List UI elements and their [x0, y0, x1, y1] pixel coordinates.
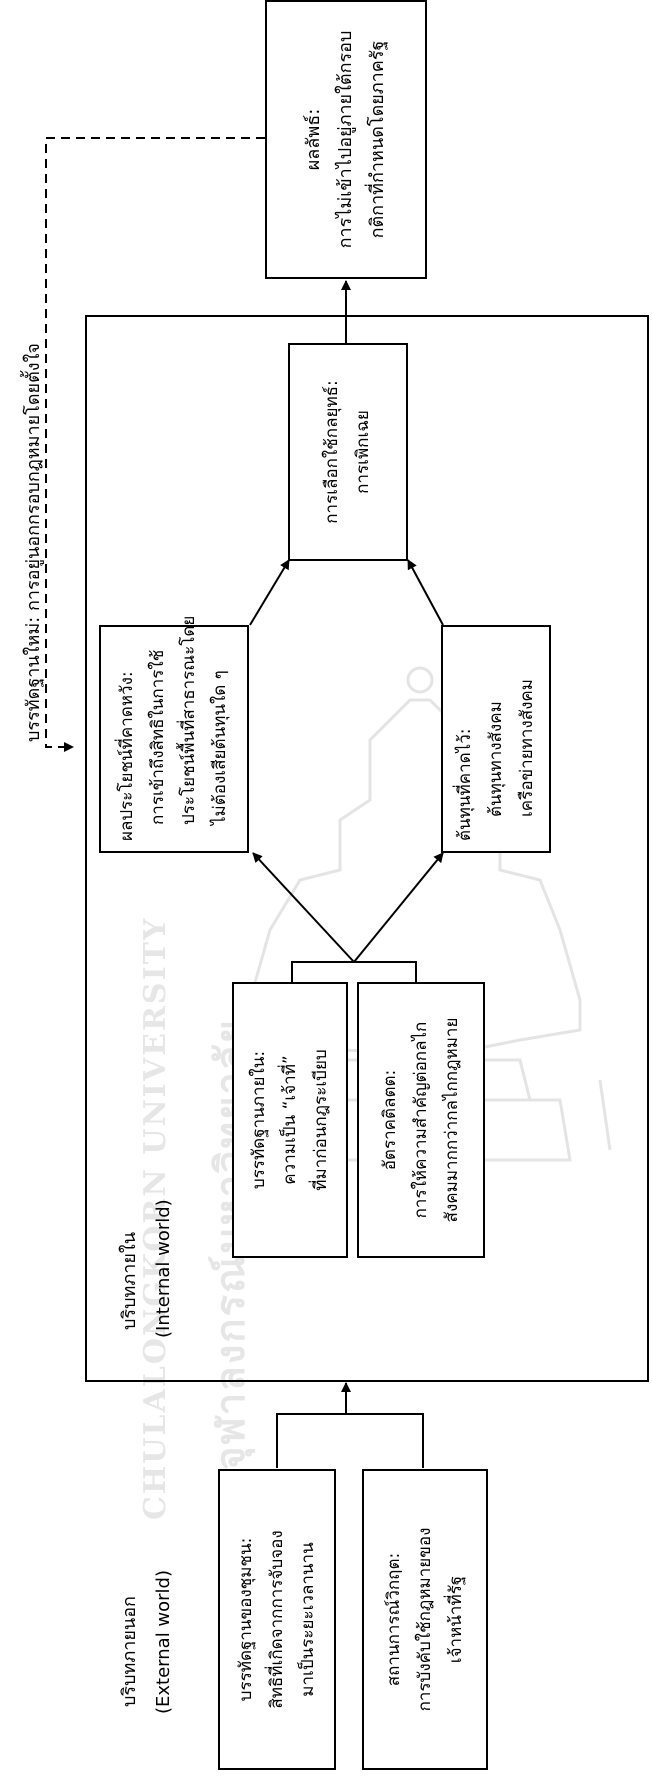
internal-norm-box: บรรทัดฐานภายใน: ความเป็น “เจ้าที่” ที่มา… [232, 982, 348, 1258]
benefit-title: ผลประโยชน์ที่คาดหวัง: [117, 671, 137, 841]
result-line-2: กติกาที่กำหนดโดยภาครัฐ [367, 40, 388, 239]
cost-title: ต้นทุนที่คาดไว้: [454, 728, 475, 841]
benefit-line-3: ไม่ต้องเสียต้นทุนใด ๆ [210, 670, 230, 825]
strategy-box: การเลือกใช้กลยุทธ์: การเพิกเฉย [288, 343, 408, 561]
external-world-label-en: (External world) [153, 1569, 174, 1714]
attitude-line-1: การให้ความสำคัญต่อกลไก [410, 1021, 431, 1219]
result-box: ผลลัพธ์: การไม่เข้าไปอยู่ภายใต้กรอบ กติก… [265, 0, 427, 279]
expected-cost-box: ต้นทุนที่คาดไว้: ต้นทุนทางสังคม เครือข่า… [441, 625, 551, 853]
community-norm-box: บรรทัดฐานของชุมชน: สิทธิที่เกิดจากการจับ… [218, 1469, 336, 1770]
result-title: ผลลัพธ์: [303, 108, 324, 171]
strategy-line-1: การเพิกเฉย [353, 410, 373, 494]
attitude-line-2: สังคมมากกว่ากลไกกฎหมาย [441, 1017, 462, 1223]
internal-norm-title: บรรทัดฐานภายใน: [248, 1050, 269, 1190]
result-line-1: การไม่เข้าไปอยู่ภายใต้กรอบ [335, 30, 356, 249]
expected-benefit-box: ผลประโยชน์ที่คาดหวัง: การเข้าถึงสิทธิในก… [99, 615, 249, 853]
cost-line-1: ต้นทุนทางสังคม [485, 701, 506, 817]
benefit-line-2: ประโยชน์พื้นที่สาธารณะโดย [179, 615, 199, 825]
internal-world-label-en: (Internal world) [153, 1199, 174, 1338]
crisis-line-2: เจ้าหน้าที่รัฐ [445, 1575, 466, 1664]
external-world-label-th: บริบทภายนอก [119, 1596, 140, 1707]
cost-line-2: เครือข่ายทางสังคม [516, 679, 537, 817]
strategy-title: การเลือกใช้กลยุทธ์: [322, 380, 342, 524]
community-norm-line-2: มาเป็นระยะเวลานาน [297, 1542, 318, 1697]
community-norm-title: บรรทัดฐานของชุมชน: [235, 1537, 256, 1702]
attitude-title: อัตราคติลตต: [379, 1069, 400, 1171]
benefit-line-1: การเข้าถึงสิทธิในการใช้ [148, 649, 168, 825]
attitude-box: อัตราคติลตต: การให้ความสำคัญต่อกลไก สังค… [357, 982, 485, 1258]
internal-norm-line-1: ความเป็น “เจ้าที่” [279, 1055, 300, 1185]
internal-norm-line-2: ที่มาก่อนกฎระเบียบ [310, 1049, 331, 1191]
internal-world-label-th: บริบทภายใน [119, 1232, 140, 1330]
crisis-line-1: การบังคับใช้กฎหมายของ [414, 1527, 435, 1712]
crisis-box: สถานการณ์วิกฤต: การบังคับใช้กฎหมายของ เจ… [362, 1469, 488, 1770]
community-norm-line-1: สิทธิที่เกิดจากการจับจอง [266, 1530, 287, 1709]
new-norm-label: บรรทัดฐานใหม่: การอยู่นอกกรอบกฎหมายโดยตั… [23, 343, 44, 742]
internal-world-container [85, 315, 649, 1382]
crisis-title: สถานการณ์วิกฤต: [383, 1552, 404, 1687]
